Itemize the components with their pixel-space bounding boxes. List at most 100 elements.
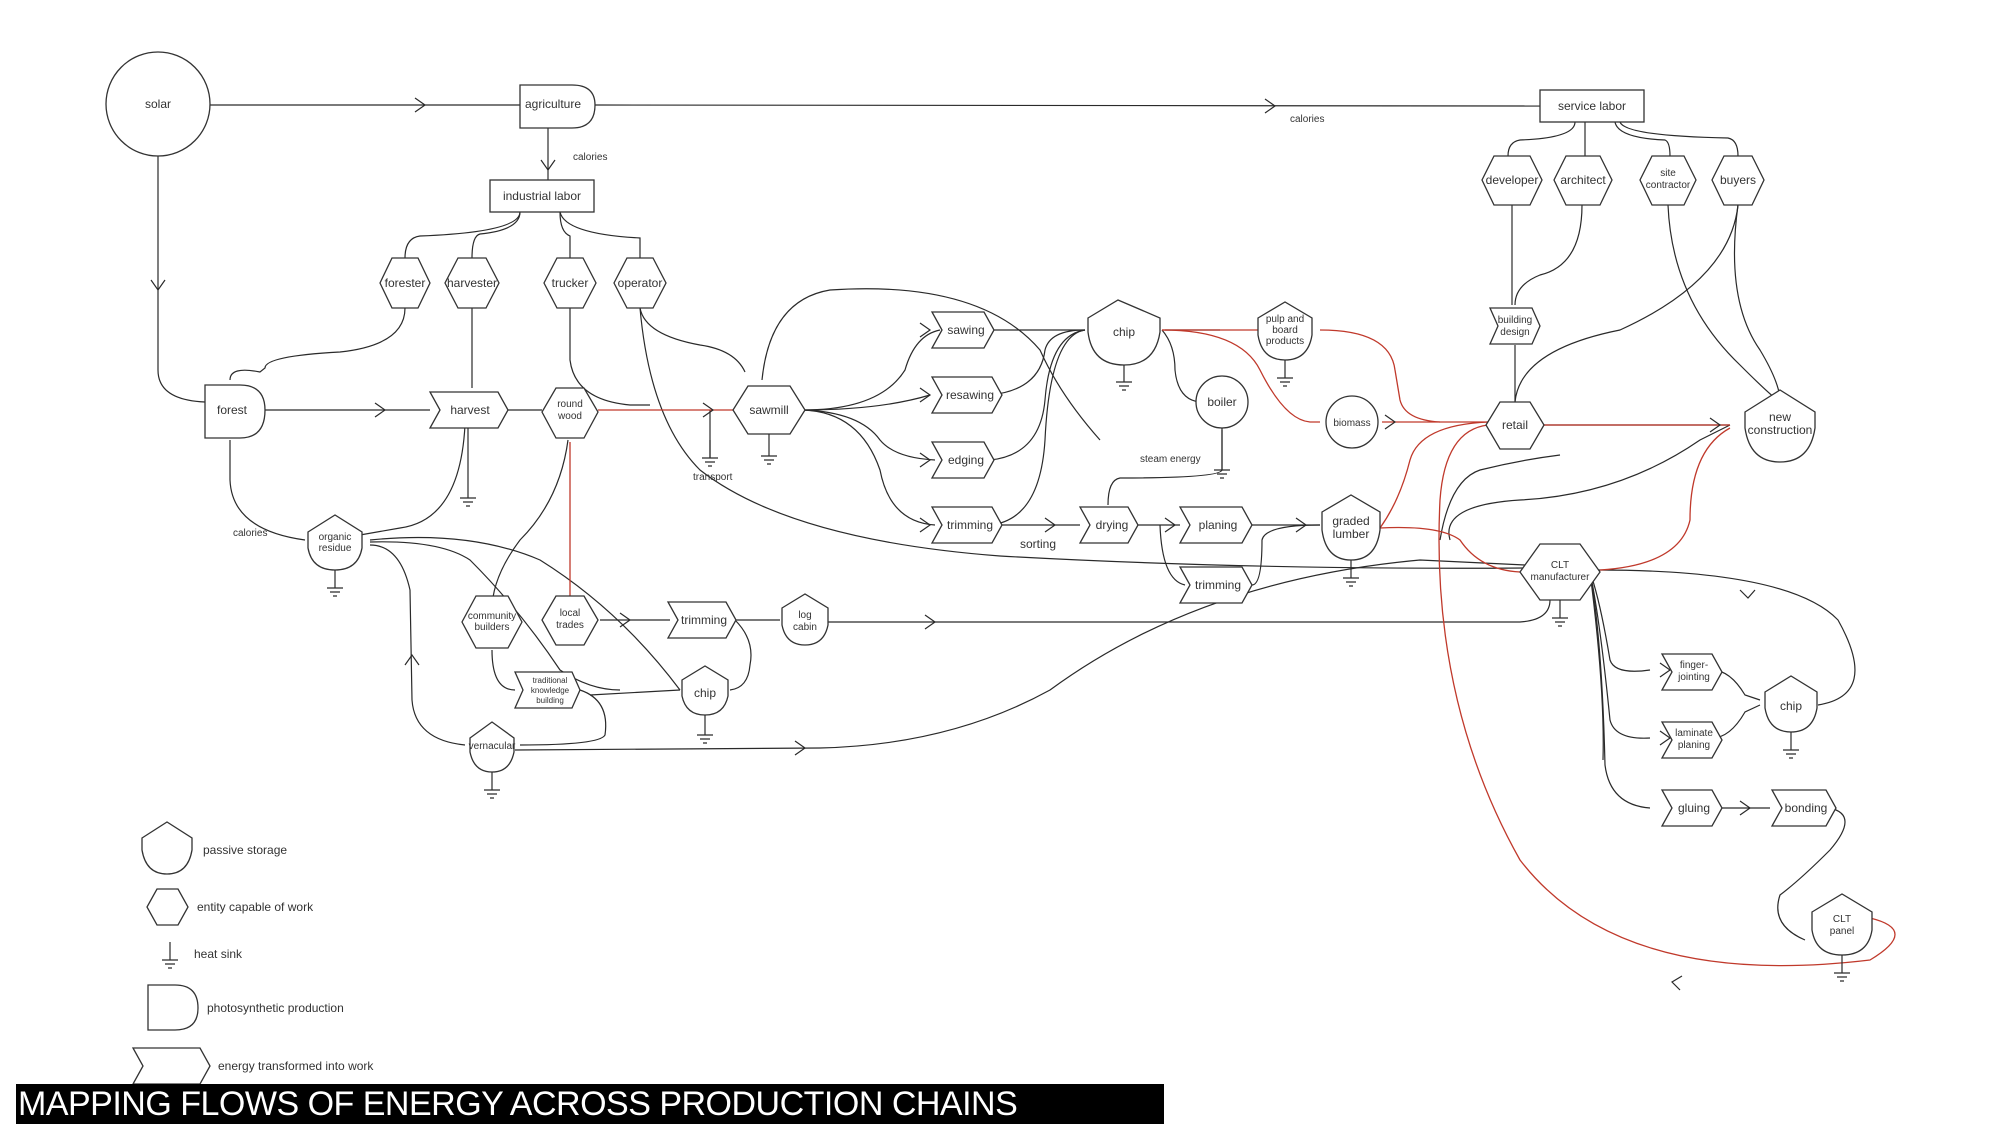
log-cabin-node: log cabin <box>781 593 829 646</box>
legend-label-passive-storage: passive storage <box>203 843 287 857</box>
drying-label: drying <box>1096 518 1129 532</box>
chip-node-1: chip <box>1087 299 1161 366</box>
biomass-label: biomass <box>1333 418 1370 429</box>
finger-jointing-label-2: jointing <box>1677 672 1710 683</box>
clt-manufacturer-label-2: manufacturer <box>1531 572 1591 583</box>
d-shape-production-icon <box>147 984 199 1031</box>
local-trades-node: local trades <box>541 595 599 646</box>
chip-node-3: chip <box>1764 675 1818 733</box>
architect-label: architect <box>1560 173 1606 187</box>
trucker-node: trucker <box>543 257 597 309</box>
sorting-label: sorting <box>1020 537 1056 551</box>
pentagon-storage-icon <box>141 821 193 875</box>
bonding-node: bonding <box>1770 789 1837 827</box>
organic-residue-label-2: residue <box>319 543 352 554</box>
sawmill-node: sawmill <box>732 385 806 435</box>
buyers-label: buyers <box>1720 173 1756 187</box>
heat-sink-icon <box>162 942 178 969</box>
finger-jointing-label-1: finger- <box>1680 660 1708 671</box>
highlight-flow-edges <box>569 329 1896 967</box>
community-builders-label-2: builders <box>474 622 509 633</box>
heat-sink-icon <box>761 434 777 465</box>
harvester-node: harvester <box>444 257 500 309</box>
legend-label-heat-sink: heat sink <box>194 947 243 961</box>
legend-item-work: energy transformed into work <box>131 1047 374 1085</box>
service-labor-label: service labor <box>1558 99 1626 113</box>
developer-node: developer <box>1481 155 1543 206</box>
trimming-label-3: trimming <box>681 613 727 627</box>
legend-item-passive-storage: passive storage <box>141 821 287 875</box>
harvester-label: harvester <box>447 276 497 290</box>
clt-panel-node: CLT panel <box>1811 893 1873 956</box>
flow-arrowheads <box>150 97 1756 991</box>
legend-label-entity: entity capable of work <box>197 900 314 914</box>
heat-sink-icon <box>1834 955 1850 982</box>
traditional-knowledge-label-1: traditional <box>533 676 568 685</box>
site-contractor-node: site contractor <box>1639 155 1697 206</box>
trimming-node-1: trimming <box>930 506 1003 544</box>
chip-node-2: chip <box>681 665 729 716</box>
legend-label-work: energy transformed into work <box>218 1059 374 1073</box>
heat-sink-icon <box>327 570 343 597</box>
boiler-node: boiler <box>1195 375 1249 429</box>
flow-labels: calories calories calories transport sor… <box>233 114 1324 551</box>
calories-label-top: calories <box>573 152 607 163</box>
heat-sink-icon <box>1214 428 1230 479</box>
heat-sink-icon <box>1783 732 1799 759</box>
heat-sink-icon <box>702 440 718 467</box>
pulp-label-3: products <box>1266 336 1304 347</box>
round-wood-node: round wood <box>541 387 599 439</box>
industrial-labor-label: industrial labor <box>503 189 581 203</box>
traditional-knowledge-label-2: knowledge <box>531 686 570 695</box>
log-cabin-label-2: cabin <box>793 622 817 633</box>
community-builders-label-1: community <box>468 611 516 622</box>
legend-label-photosynthetic: photosynthetic production <box>207 1001 344 1015</box>
heat-sink-icon <box>697 715 713 744</box>
trimming-label-2: trimming <box>1195 578 1241 592</box>
solar-node: solar <box>105 51 211 157</box>
organic-residue-node: organic residue <box>307 514 363 571</box>
title-bar: MAPPING FLOWS OF ENERGY ACROSS PRODUCTIO… <box>16 1084 1164 1124</box>
legend-item-heat-sink: heat sink <box>162 942 243 969</box>
heat-sinks <box>327 360 1850 982</box>
pulp-node: pulp and board products <box>1257 301 1313 361</box>
retail-node: retail <box>1485 401 1545 450</box>
solar-label: solar <box>145 97 171 111</box>
new-construction-label-2: construction <box>1748 423 1813 437</box>
trimming-label-1: trimming <box>947 518 993 532</box>
trucker-label: trucker <box>552 276 589 290</box>
hexagon-entity-icon <box>146 888 189 926</box>
log-cabin-label-1: log <box>798 610 811 621</box>
chip-label-3: chip <box>1780 699 1802 713</box>
clt-panel-label-1: CLT <box>1833 914 1851 925</box>
biomass-node: biomass <box>1325 395 1379 449</box>
agriculture-label: agriculture <box>525 97 581 111</box>
heat-sink-icon <box>1552 600 1568 627</box>
local-trades-label-1: local <box>560 608 581 619</box>
local-trades-label-2: trades <box>556 620 584 631</box>
resawing-label: resawing <box>946 388 994 402</box>
agriculture-node: agriculture <box>519 84 596 129</box>
sawmill-label: sawmill <box>749 403 788 417</box>
edging-node: edging <box>930 441 995 479</box>
heat-sink-icon <box>1277 360 1293 387</box>
legend: passive storage entity capable of work h… <box>131 821 374 1085</box>
gluing-label: gluing <box>1678 801 1710 815</box>
trimming-node-2: trimming <box>1178 566 1253 604</box>
traditional-knowledge-label-3: building <box>536 696 564 705</box>
building-design-label-1: building <box>1498 315 1532 326</box>
resawing-node: resawing <box>930 376 1003 414</box>
heat-sink-icon <box>1116 365 1132 391</box>
traditional-knowledge-node: traditional knowledge building <box>513 671 581 709</box>
chevron-work-icon <box>131 1047 211 1085</box>
finger-jointing-node: finger- jointing <box>1660 653 1723 691</box>
sawing-node: sawing <box>930 311 995 349</box>
forester-node: forester <box>379 257 431 309</box>
developer-label: developer <box>1486 173 1539 187</box>
architect-node: architect <box>1553 155 1613 206</box>
legend-item-photosynthetic: photosynthetic production <box>147 984 344 1031</box>
new-construction-label-1: new <box>1769 410 1791 424</box>
heat-sink-icon <box>460 428 476 507</box>
